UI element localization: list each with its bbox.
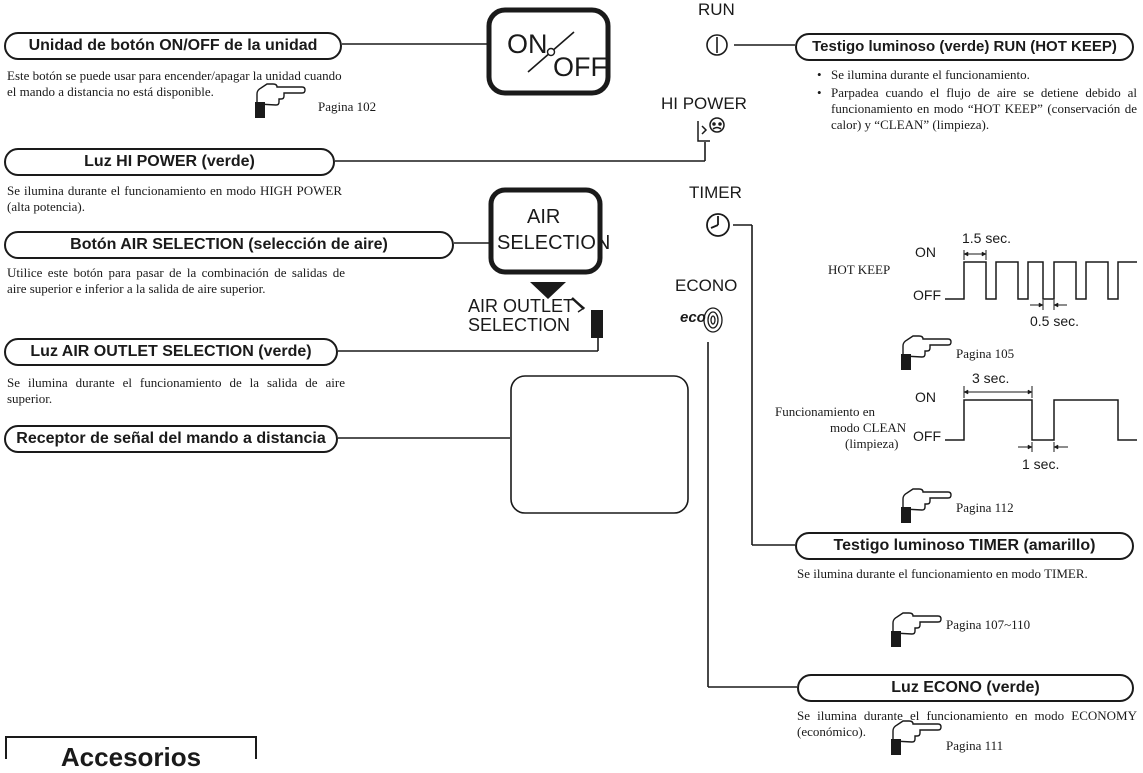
pointing-hand-icon <box>891 720 942 755</box>
hi-power-icon <box>697 117 725 142</box>
onoff-callout-label: Unidad de botón ON/OFF de la unidad <box>4 32 342 60</box>
hotkeep-on-duration: 1.5 sec. <box>962 230 1012 246</box>
clean-off-duration: 1 sec. <box>1022 456 1060 472</box>
run-label: RUN <box>698 0 735 19</box>
clean-label-line2: modo CLEAN <box>830 420 907 435</box>
hipower-callout-label: Luz HI POWER (verde) <box>4 148 335 176</box>
accessories-box <box>5 736 257 759</box>
pointing-hand-icon <box>891 612 942 647</box>
hotkeep-on-label: ON <box>915 244 936 260</box>
receiver-callout-label: Receptor de señal del mando a distancia <box>4 425 338 453</box>
pointing-hand-icon <box>901 335 952 370</box>
run-indicator-icon <box>706 34 728 56</box>
run-bullet: Se ilumina durante el funcionamiento. <box>817 67 1137 83</box>
clean-label-line1: Funcionamiento en <box>775 404 876 419</box>
off-label: OFF <box>553 52 607 82</box>
hi-power-label: HI POWER <box>661 94 747 113</box>
on-label: ON <box>507 29 548 59</box>
econo-label: ECONO <box>675 276 738 295</box>
hotkeep-off-label: OFF <box>913 287 941 303</box>
hotkeep-waveform <box>945 250 1137 310</box>
clean-page-ref: Pagina 112 <box>956 500 1014 515</box>
econo-page-ref: Pagina 111 <box>946 738 1004 753</box>
econo-description: Se ilumina durante el funcionamiento en … <box>797 708 1137 739</box>
run-description-list: Se ilumina durante el funcionamiento. Pa… <box>817 67 1137 135</box>
signal-receiver-window <box>510 375 689 514</box>
eco-label: eco <box>680 309 706 326</box>
hotkeep-label: HOT KEEP <box>828 262 891 277</box>
accessories-heading: Accesorios <box>60 742 202 772</box>
air-selection-label-1: AIR <box>527 206 561 228</box>
econo-callout-label: Luz ECONO (verde) <box>797 674 1134 702</box>
onoff-description: Este botón se puede usar para encender/a… <box>7 68 342 99</box>
clean-on-label: ON <box>915 389 936 405</box>
on-off-button <box>486 7 611 96</box>
clean-label-line3: (limpieza) <box>845 436 899 451</box>
airsel-description: Utilice este botón para pasar de la comb… <box>7 265 345 296</box>
pointing-hand-icon <box>901 488 952 523</box>
air-outlet-indicator-icon <box>571 297 603 338</box>
outlet-callout-label: Luz AIR OUTLET SELECTION (verde) <box>4 338 338 366</box>
run-callout-label: Testigo luminoso (verde) RUN (HOT KEEP) <box>795 33 1134 61</box>
hipower-description: Se ilumina durante el funcionamiento en … <box>7 183 342 214</box>
air-selection-button <box>488 187 603 299</box>
timer-icon <box>706 213 730 237</box>
timer-label: TIMER <box>689 183 742 202</box>
clean-waveform <box>945 386 1137 452</box>
clean-off-label: OFF <box>913 428 941 444</box>
pointing-hand-icon <box>255 83 306 118</box>
air-outlet-label-1: AIR OUTLET <box>468 296 575 316</box>
timer-description: Se ilumina durante el funcionamiento en … <box>797 566 1088 581</box>
airsel-callout-label: Botón AIR SELECTION (selección de aire) <box>4 231 454 259</box>
timer-callout-label: Testigo luminoso TIMER (amarillo) <box>795 532 1134 560</box>
onoff-page-ref: Pagina 102 <box>318 99 377 114</box>
run-bullet: Parpadea cuando el flujo de aire se deti… <box>817 85 1137 133</box>
hotkeep-off-duration: 0.5 sec. <box>1030 313 1080 329</box>
hotkeep-page-ref: Pagina 105 <box>956 346 1015 361</box>
clean-on-duration: 3 sec. <box>972 370 1010 386</box>
air-selection-label-2: SELECTION <box>497 232 611 254</box>
air-outlet-label-2: SELECTION <box>468 315 571 335</box>
timer-page-ref: Pagina 107~110 <box>946 617 1031 632</box>
econo-icon <box>703 307 723 333</box>
outlet-description: Se ilumina durante el funcionamiento de … <box>7 375 345 406</box>
